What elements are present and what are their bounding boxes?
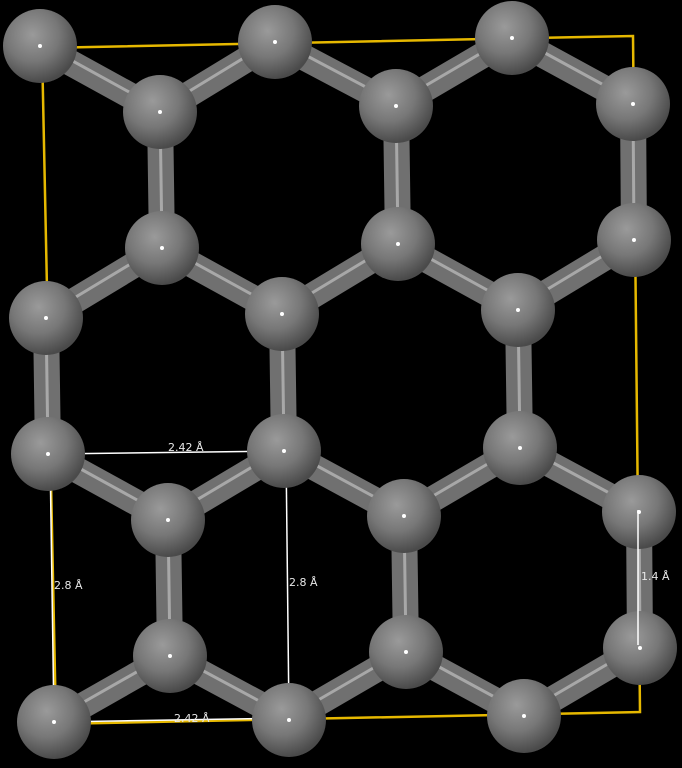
label-bottom-width: 2.42 Å bbox=[174, 712, 210, 725]
label-left-height: 2.8 Å bbox=[54, 579, 83, 592]
atom-center-dot bbox=[280, 312, 284, 316]
atom-center-dot bbox=[44, 316, 48, 320]
atom-center-dot bbox=[158, 110, 162, 114]
atom-center-dot bbox=[38, 44, 42, 48]
atom-center-dot bbox=[396, 242, 400, 246]
label-right-height: 2.8 Å bbox=[289, 576, 318, 589]
label-top-width: 2.42 Å bbox=[168, 441, 204, 454]
label-bond-length: 1.4 Å bbox=[641, 570, 670, 583]
measure-line-left bbox=[49, 453, 55, 723]
atom-center-dot bbox=[522, 714, 526, 718]
measure-line-right bbox=[285, 450, 290, 719]
atom-center-dot bbox=[516, 308, 520, 312]
atom-center-dot bbox=[160, 246, 164, 250]
measure-line-top bbox=[49, 450, 287, 455]
atom-center-dot bbox=[287, 718, 291, 722]
atom-center-dot bbox=[273, 40, 277, 44]
atom-center-dot bbox=[394, 104, 398, 108]
atom-center-dot bbox=[632, 238, 636, 242]
atom-center-dot bbox=[46, 452, 50, 456]
atom-center-dot bbox=[282, 449, 286, 453]
measurement-box bbox=[49, 450, 290, 723]
measure-line-bottom bbox=[53, 717, 290, 723]
atom-center-dot bbox=[402, 514, 406, 518]
atom-center-dot bbox=[638, 646, 642, 650]
atom-center-dot bbox=[510, 36, 514, 40]
atom-center-dot bbox=[166, 518, 170, 522]
atom-center-dot bbox=[52, 720, 56, 724]
atom-center-dot bbox=[404, 650, 408, 654]
atom-center-dot bbox=[518, 446, 522, 450]
atom-center-dot bbox=[631, 102, 635, 106]
atom-layer[interactable] bbox=[3, 1, 677, 759]
atom-center-dot bbox=[168, 654, 172, 658]
